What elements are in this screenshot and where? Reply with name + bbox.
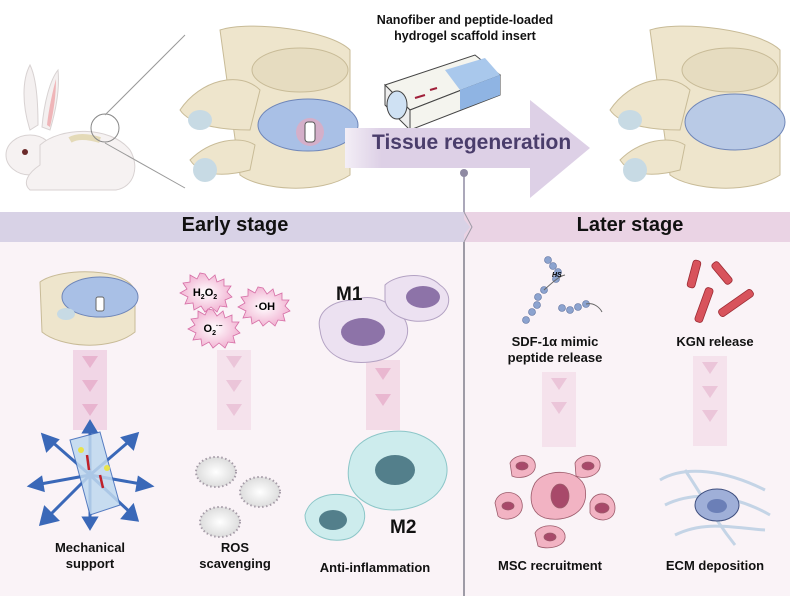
later-stage-band bbox=[464, 212, 790, 242]
m2-macrophages bbox=[304, 430, 448, 541]
flow-arrow-sdf bbox=[542, 372, 576, 447]
caption-msc-recruitment: MSC recruitment bbox=[497, 558, 603, 573]
svg-text:·OH: ·OH bbox=[255, 301, 275, 313]
zoom-circle bbox=[90, 113, 120, 143]
stage-chevron bbox=[458, 211, 473, 243]
mechanical-support-icon bbox=[26, 419, 155, 531]
connector-line bbox=[460, 169, 468, 216]
caption-ros-scavenging: ROS scavenging bbox=[170, 540, 300, 572]
zoom-lines bbox=[104, 34, 186, 189]
scavenged-particles bbox=[195, 456, 281, 538]
msc-cells bbox=[494, 455, 616, 549]
vertebra-small bbox=[39, 271, 139, 346]
thiol-label: HS bbox=[552, 272, 562, 279]
flow-arrow-macrophage bbox=[366, 360, 400, 430]
oh-burst bbox=[237, 286, 291, 327]
m1-macrophages bbox=[318, 275, 450, 364]
scaffold-caption: Nanofiber and peptide-loaded hydrogel sc… bbox=[360, 12, 570, 44]
flow-arrow-kgn bbox=[693, 356, 727, 446]
flow-arrow-mechanical bbox=[73, 350, 107, 430]
vertebra-with-scaffold bbox=[179, 25, 359, 189]
svg-text:H2O2: H2O2 bbox=[193, 287, 217, 301]
caption-sdf-release: SDF-1α mimic peptide release bbox=[480, 334, 630, 366]
caption-line: SDF-1α mimic bbox=[511, 334, 599, 349]
kgn-molecules bbox=[686, 259, 754, 323]
later-stage-title: Later stage bbox=[576, 214, 684, 236]
caption-anti-inflammation: Anti-inflammation bbox=[319, 560, 431, 575]
tissue-regeneration-label: Tissue regeneration bbox=[372, 131, 572, 154]
caption-line: support bbox=[65, 556, 115, 571]
early-stage-title: Early stage bbox=[181, 214, 289, 236]
early-stage-band bbox=[0, 212, 470, 242]
caption-mechanical-support: Mechanical support bbox=[20, 540, 160, 572]
caption-ecm-deposition: ECM deposition bbox=[665, 558, 765, 573]
vertebra-healed bbox=[609, 25, 786, 189]
m1-label: M1 bbox=[336, 284, 363, 305]
caption-line: ROS bbox=[220, 540, 250, 555]
tissue-regeneration-arrow bbox=[345, 100, 590, 198]
ros-species-icons: H2O2 ·OH O2·− bbox=[179, 272, 291, 349]
caption-line: peptide release bbox=[507, 350, 603, 365]
superoxide-burst bbox=[187, 308, 241, 349]
caption-line: scavenging bbox=[199, 556, 271, 571]
m2-label: M2 bbox=[390, 517, 417, 538]
scaffold-caption-line1: Nanofiber and peptide-loaded bbox=[376, 13, 554, 27]
sdf-peptide-chains: HS bbox=[522, 256, 603, 324]
flow-arrow-ros bbox=[217, 350, 251, 430]
scaffold-caption-line2: hydrogel scaffold insert bbox=[394, 29, 536, 43]
stage-divider bbox=[463, 242, 465, 596]
scaffold-insert-icon bbox=[384, 54, 501, 132]
caption-line: Mechanical bbox=[54, 540, 126, 555]
caption-kgn-release: KGN release bbox=[676, 334, 754, 349]
ecm-fibers-cell bbox=[659, 469, 771, 546]
